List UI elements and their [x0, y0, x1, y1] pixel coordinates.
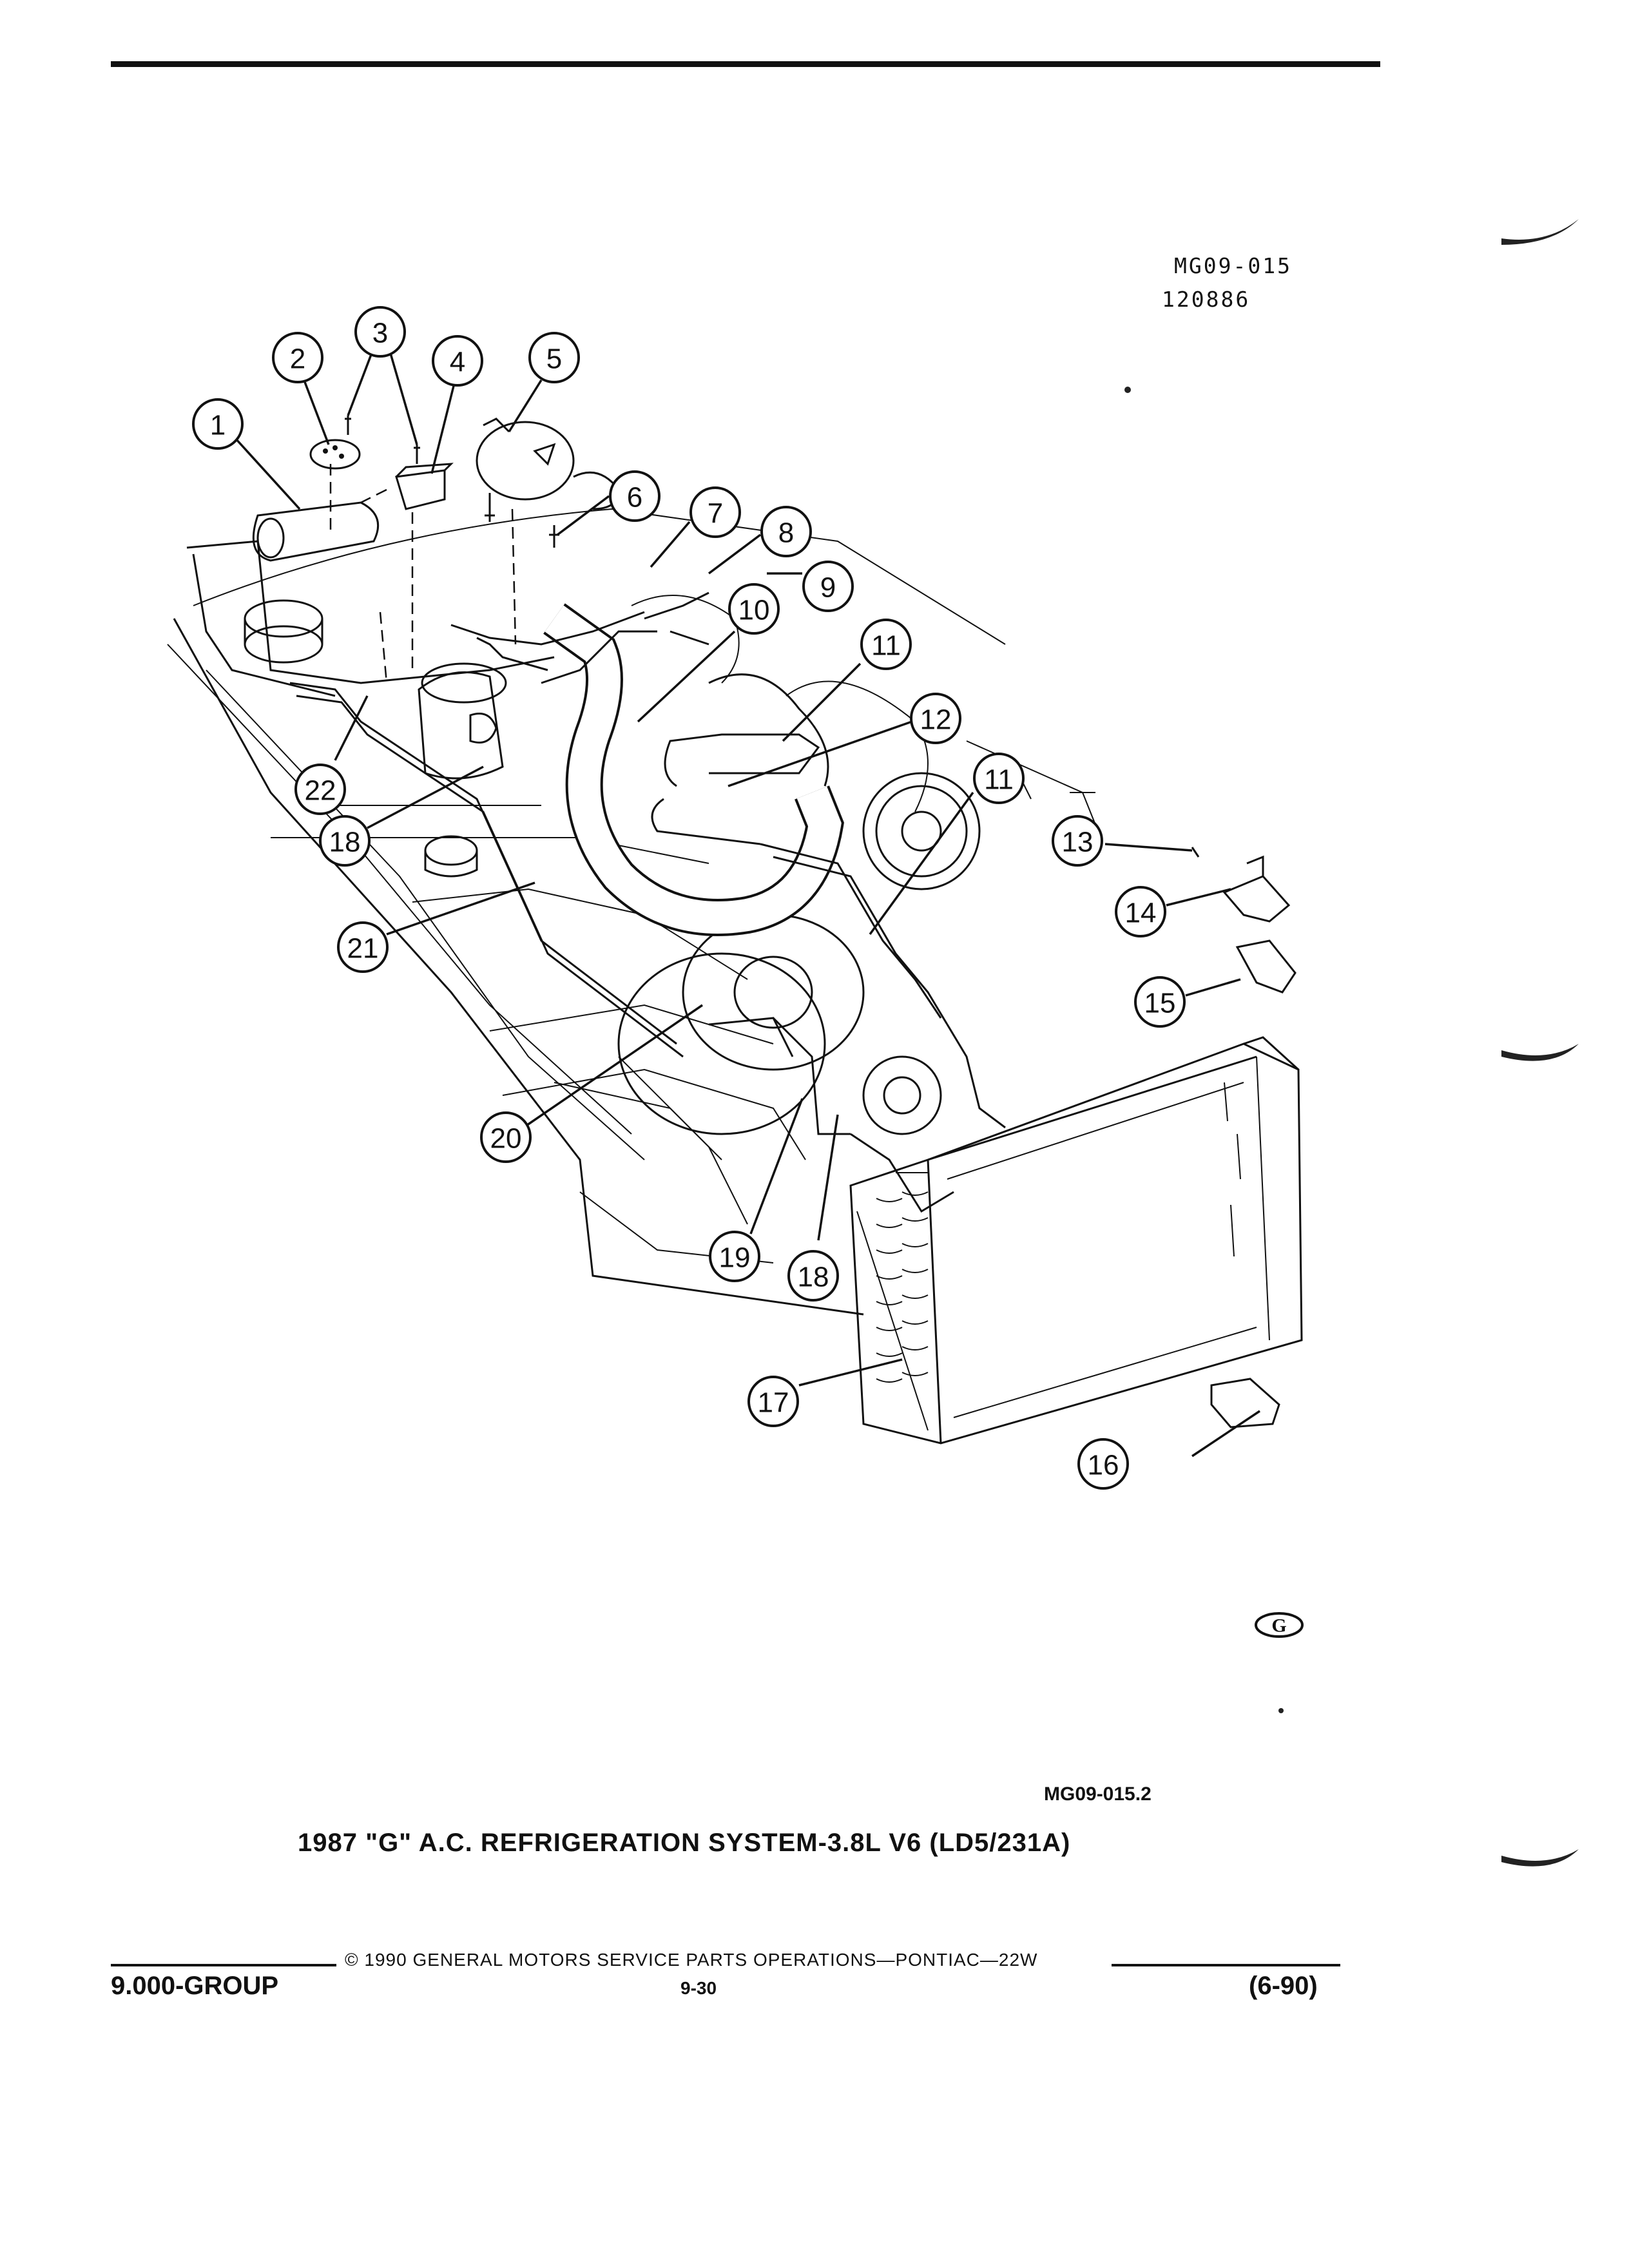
page-edge-marks [1124, 219, 1579, 1867]
footer-page-number: 9-30 [680, 1978, 717, 1998]
footer-rule-left [111, 1964, 336, 1966]
svg-text:8: 8 [778, 517, 794, 549]
callout-9: 9 [802, 561, 854, 612]
callout-17: 17 [747, 1376, 799, 1427]
svg-text:15: 15 [1144, 988, 1176, 1019]
svg-text:9: 9 [820, 572, 836, 604]
svg-text:22: 22 [305, 775, 336, 807]
callout-6: 6 [609, 470, 660, 522]
svg-text:12: 12 [920, 704, 952, 736]
svg-text:5: 5 [546, 343, 562, 375]
gm-logo: G [1255, 1612, 1304, 1638]
svg-text:6: 6 [627, 482, 642, 514]
footer-rule-right [1112, 1964, 1340, 1966]
svg-text:3: 3 [372, 318, 388, 349]
svg-text:13: 13 [1062, 827, 1094, 858]
callout-18-upper: 18 [319, 815, 371, 867]
footer-copyright: © 1990 GENERAL MOTORS SERVICE PARTS OPER… [345, 1950, 1038, 1970]
svg-text:16: 16 [1088, 1450, 1119, 1481]
svg-text:10: 10 [738, 595, 770, 626]
svg-text:1: 1 [210, 410, 226, 441]
callout-balloons: 1 2 3 4 5 6 7 8 9 10 11 12 11 13 14 15 1… [192, 306, 1186, 1490]
svg-text:18: 18 [798, 1262, 829, 1293]
callout-20: 20 [480, 1111, 532, 1163]
callout-1: 1 [192, 398, 244, 450]
callout-11-upper: 11 [860, 619, 912, 670]
svg-text:7: 7 [708, 498, 723, 530]
svg-text:18: 18 [329, 827, 361, 858]
callout-12: 12 [910, 693, 961, 744]
leader-lines [234, 351, 1260, 1457]
callout-7: 7 [689, 486, 741, 538]
callout-8: 8 [760, 506, 812, 557]
callout-18-lower: 18 [787, 1250, 839, 1302]
callout-4: 4 [432, 335, 483, 387]
svg-text:4: 4 [450, 347, 465, 378]
svg-text:17: 17 [758, 1387, 789, 1419]
svg-text:21: 21 [347, 933, 379, 965]
callout-5: 5 [528, 332, 580, 383]
callout-13: 13 [1052, 815, 1103, 867]
svg-text:G: G [1271, 1615, 1286, 1637]
callout-15: 15 [1134, 976, 1186, 1028]
callout-21: 21 [337, 921, 389, 973]
callout-10: 10 [728, 583, 780, 635]
top-rule [111, 61, 1380, 67]
figure-caption: 1987 "G" A.C. REFRIGERATION SYSTEM-3.8L … [298, 1829, 1071, 1857]
callout-2: 2 [272, 332, 323, 383]
drawing-code-line-1: MG09-015 [1174, 253, 1292, 278]
callout-19: 19 [709, 1231, 760, 1282]
svg-text:2: 2 [290, 343, 305, 375]
upper-components [252, 416, 620, 780]
callout-16: 16 [1077, 1438, 1129, 1490]
footer-date: (6-90) [1249, 1972, 1318, 2000]
footer-group: 9.000-GROUP [111, 1972, 279, 2000]
callout-11-lower: 11 [973, 753, 1025, 804]
svg-text:11: 11 [871, 630, 901, 662]
callout-22: 22 [294, 764, 346, 815]
drawing-code-line-2: 120886 [1162, 287, 1251, 312]
callout-3: 3 [354, 306, 406, 358]
svg-text:20: 20 [490, 1123, 522, 1155]
svg-text:19: 19 [719, 1242, 751, 1274]
callout-14: 14 [1115, 886, 1166, 937]
refrigerant-lines [186, 540, 1006, 1213]
condenser [849, 847, 1303, 1445]
engine-outline [244, 599, 981, 1135]
svg-text:11: 11 [984, 764, 1014, 796]
svg-text:14: 14 [1125, 898, 1157, 929]
figure-id: MG09-015.2 [1044, 1783, 1152, 1805]
